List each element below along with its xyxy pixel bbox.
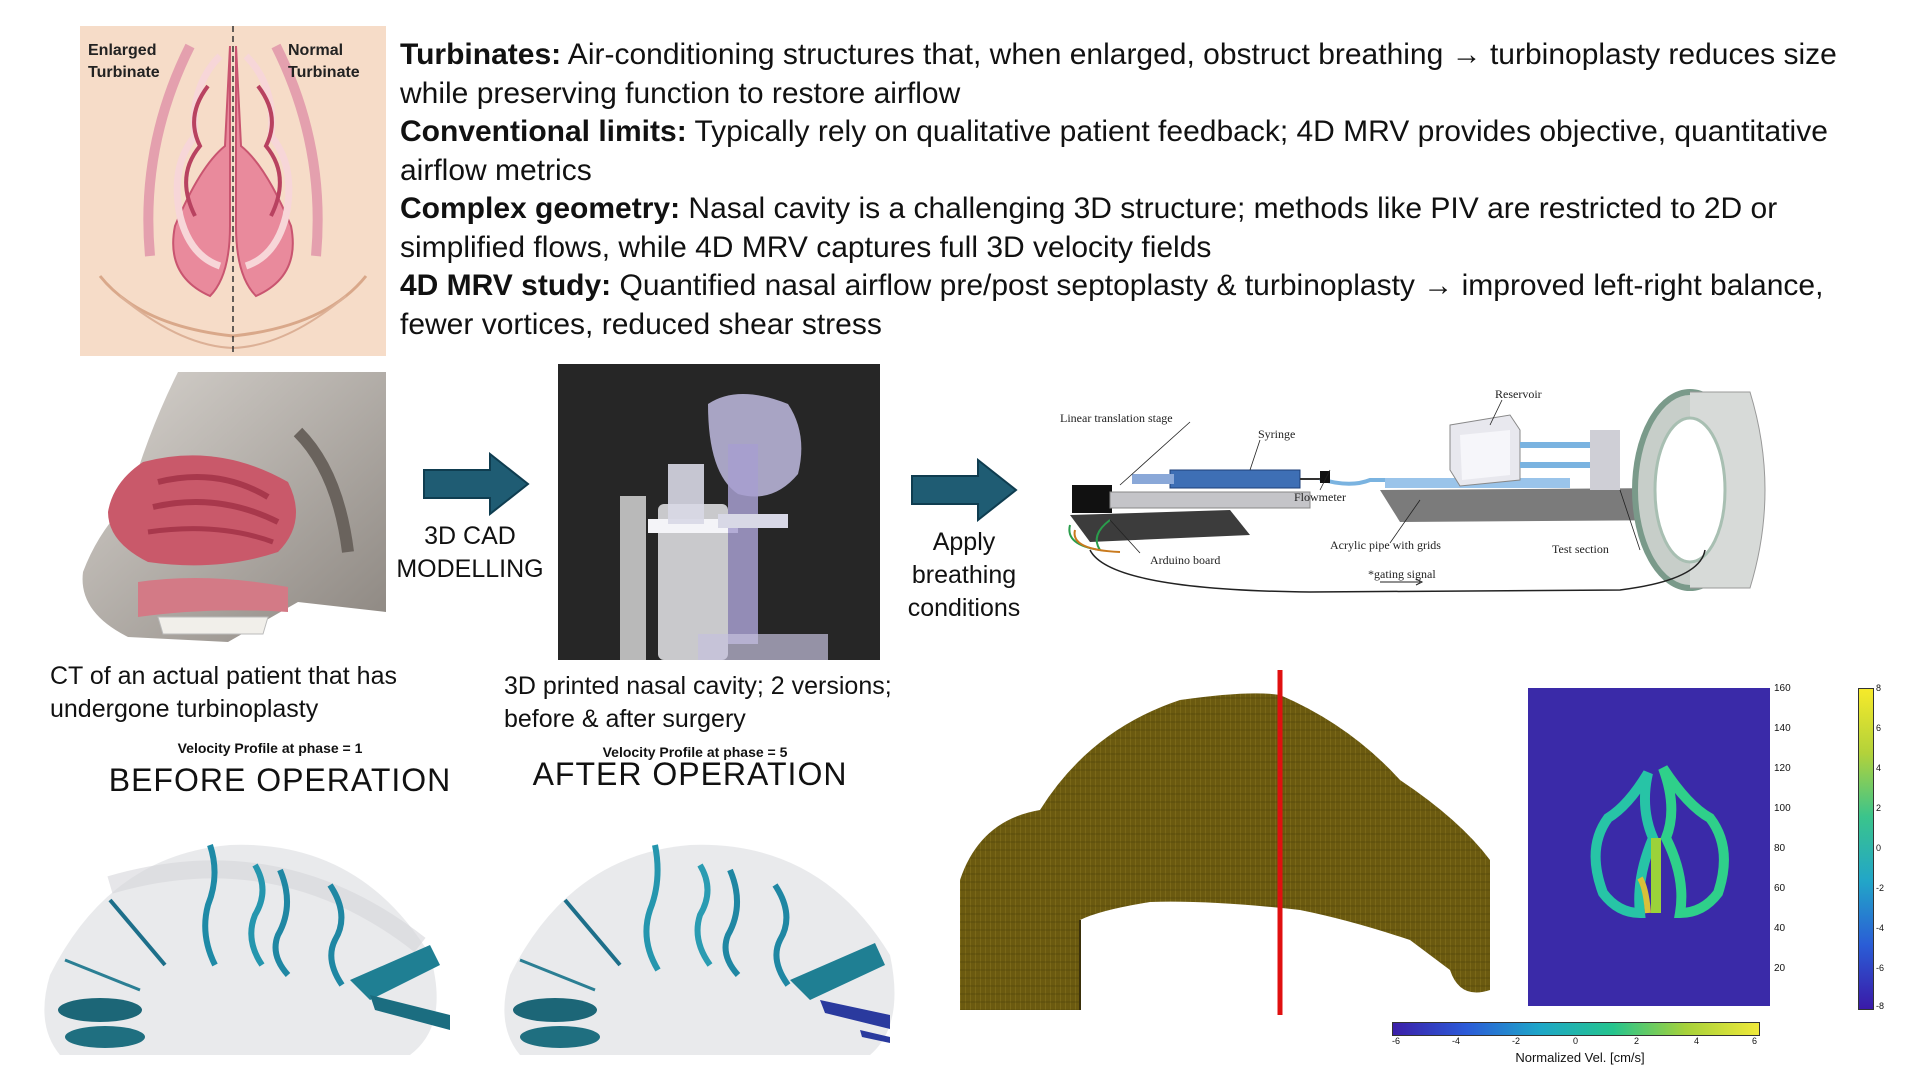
key-points: Turbinates: Air-conditioning structures …: [400, 36, 1900, 344]
breathing-conditions-label: Apply breathing conditions: [907, 528, 1021, 622]
flowmeter-label: Flowmeter: [1294, 490, 1346, 504]
printed-caption: 3D printed nasal cavity; 2 versions; bef…: [504, 672, 892, 733]
arrow-cad-icon: [423, 452, 530, 516]
horizontal-colorbar: [1392, 1022, 1760, 1036]
experimental-setup-schematic: Linear translation stage Syringe Reservo…: [1050, 370, 1770, 600]
arduino-label: Arduino board: [1150, 553, 1220, 567]
before-velocity-render: [30, 815, 470, 1080]
arrow-breathing-icon: [911, 458, 1018, 522]
enlarged-turbinate-label: Enlarged Turbinate: [88, 42, 160, 81]
syringe-label: Syringe: [1258, 427, 1295, 441]
before-subtitle: Velocity Profile at phase = 1: [177, 740, 363, 756]
bullet-4d-mrv-study: 4D MRV study: Quantified nasal airflow p…: [400, 269, 1824, 341]
linear-stage-label: Linear translation stage: [1060, 411, 1173, 425]
after-subtitle: Velocity Profile at phase = 5: [602, 744, 788, 760]
heatmap-y-ticks: 160 140 120 100 80 60 40 20: [1774, 683, 1791, 974]
gating-signal-label: *gating signal: [1368, 567, 1436, 581]
colorbar-xlabel: Normalized Vel. [cm/s]: [1515, 1050, 1645, 1065]
cad-modelling-label: 3D CAD MODELLING: [396, 522, 544, 583]
bullet-turbinates: Turbinates: Air-conditioning structures …: [400, 38, 1837, 110]
acrylic-pipe-label: Acrylic pipe with grids: [1330, 538, 1441, 552]
colorbar-x-ticks: -6 -4 -2 0 2 4 6: [1392, 1036, 1758, 1046]
after-title: AFTER OPERATION: [532, 756, 848, 792]
turbinate-illustration: [98, 26, 368, 356]
ct-sagittal-image: [68, 372, 386, 652]
voxel-mesh-render: [950, 670, 1510, 1020]
velocity-heatmap: [1528, 688, 1770, 1006]
turbinate-diagram: Enlarged Turbinate Normal Turbinate: [80, 26, 386, 356]
after-velocity-render: [490, 815, 910, 1080]
vertical-colorbar-ticks: 8 6 4 2 0 -2 -4 -6 -8: [1876, 683, 1885, 1011]
bullet-complex-geometry: Complex geometry: Nasal cavity is a chal…: [400, 192, 1778, 264]
printed-model-photo: [558, 364, 880, 660]
normal-turbinate-label: Normal Turbinate: [288, 42, 360, 81]
vertical-colorbar: [1858, 688, 1874, 1010]
before-title: BEFORE OPERATION: [108, 762, 452, 798]
ct-caption: CT of an actual patient that has undergo…: [50, 662, 397, 723]
reservoir-label: Reservoir: [1495, 387, 1542, 401]
bullet-conventional-limits: Conventional limits: Typically rely on q…: [400, 115, 1828, 187]
test-section-label: Test section: [1552, 542, 1609, 556]
